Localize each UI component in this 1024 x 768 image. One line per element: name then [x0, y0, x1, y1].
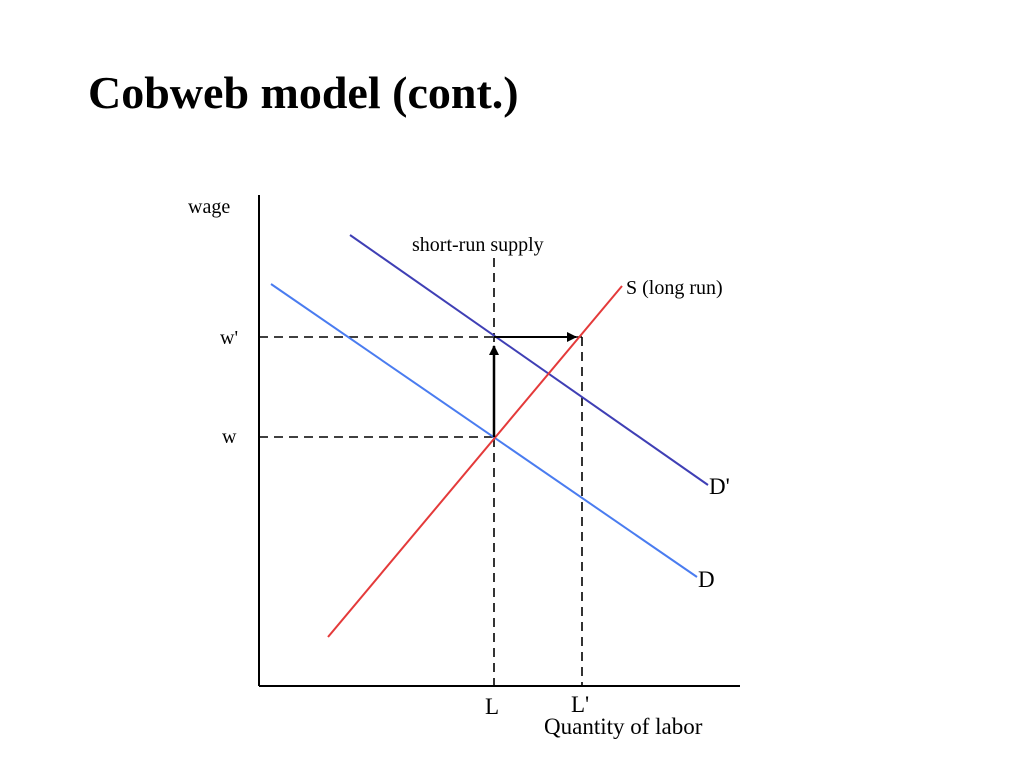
slide-title: Cobweb model (cont.) — [88, 67, 519, 118]
demand-curve — [270, 283, 698, 578]
demand-label: D — [698, 567, 715, 592]
long-run-supply-label: S (long run) — [626, 277, 723, 299]
tick-w: w — [222, 426, 237, 448]
demand-new-label: D' — [709, 474, 730, 499]
x-axis-label: Quantity of labor — [544, 714, 703, 739]
long-run-supply-curve — [327, 285, 623, 638]
y-axis-label: wage — [188, 196, 230, 218]
tick-l: L — [485, 694, 499, 719]
tick-w-prime: w' — [220, 327, 238, 349]
demand-new-curve — [349, 234, 709, 486]
tick-l-prime: L' — [571, 692, 589, 717]
short-run-supply-label: short-run supply — [412, 234, 544, 256]
